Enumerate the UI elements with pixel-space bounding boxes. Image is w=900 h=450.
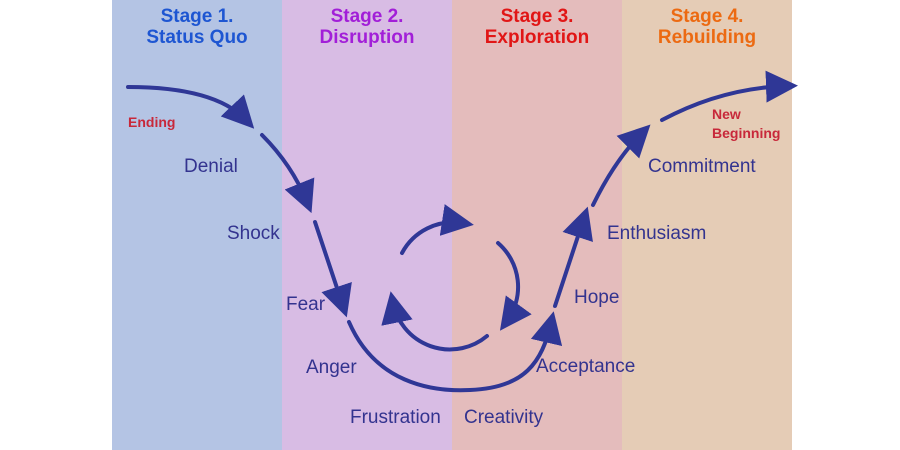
stage-band-disruption bbox=[282, 0, 452, 450]
label-new-beginning-line2: Beginning bbox=[712, 125, 781, 141]
label-new-beginning-line1: New bbox=[712, 106, 741, 122]
cycle-arrow-top bbox=[400, 204, 474, 255]
stage-band-status-quo bbox=[112, 0, 282, 450]
label-fear: Fear bbox=[286, 294, 326, 315]
stage-name: Rebuilding bbox=[657, 27, 757, 48]
exploration-cycle bbox=[381, 204, 532, 352]
stage-band-rebuilding bbox=[622, 0, 792, 450]
cycle-arrow-bottom bbox=[381, 291, 489, 352]
label-ending: Ending bbox=[128, 114, 176, 130]
label-anger: Anger bbox=[306, 357, 357, 378]
arrow-new-beginning bbox=[660, 70, 798, 122]
stage-number: Stage 4. bbox=[670, 6, 744, 27]
stage-title-status-quo: Stage 1. Status Quo bbox=[112, 6, 282, 48]
stage-number: Stage 3. bbox=[500, 6, 574, 27]
label-hope: Hope bbox=[574, 287, 620, 308]
stage-number: Stage 2. bbox=[330, 6, 404, 27]
label-denial: Denial bbox=[184, 156, 238, 177]
arrow-hope bbox=[553, 206, 593, 308]
stage-name: Status Quo bbox=[146, 27, 248, 48]
arrow-denial bbox=[260, 133, 315, 214]
arrow-trough bbox=[347, 311, 563, 393]
label-creativity: Creativity bbox=[464, 407, 544, 428]
label-acceptance: Acceptance bbox=[536, 356, 636, 377]
label-shock: Shock bbox=[227, 223, 280, 244]
label-frustration: Frustration bbox=[350, 407, 441, 428]
label-enthusiasm: Enthusiasm bbox=[607, 223, 707, 244]
stage-band-exploration bbox=[452, 0, 622, 450]
stage-name: Exploration bbox=[484, 27, 590, 48]
stage-title-exploration: Stage 3. Exploration bbox=[452, 6, 622, 48]
label-commitment: Commitment bbox=[648, 156, 756, 177]
cycle-arrow-right bbox=[496, 241, 532, 331]
stage-title-disruption: Stage 2. Disruption bbox=[282, 6, 452, 48]
stage-number: Stage 1. bbox=[160, 6, 234, 27]
stage-name: Disruption bbox=[319, 27, 415, 48]
arrow-shock bbox=[313, 220, 352, 318]
arrow-enthusiasm bbox=[591, 124, 651, 207]
stage-title-rebuilding: Stage 4. Rebuilding bbox=[622, 6, 792, 48]
arrow-ending bbox=[126, 85, 255, 129]
